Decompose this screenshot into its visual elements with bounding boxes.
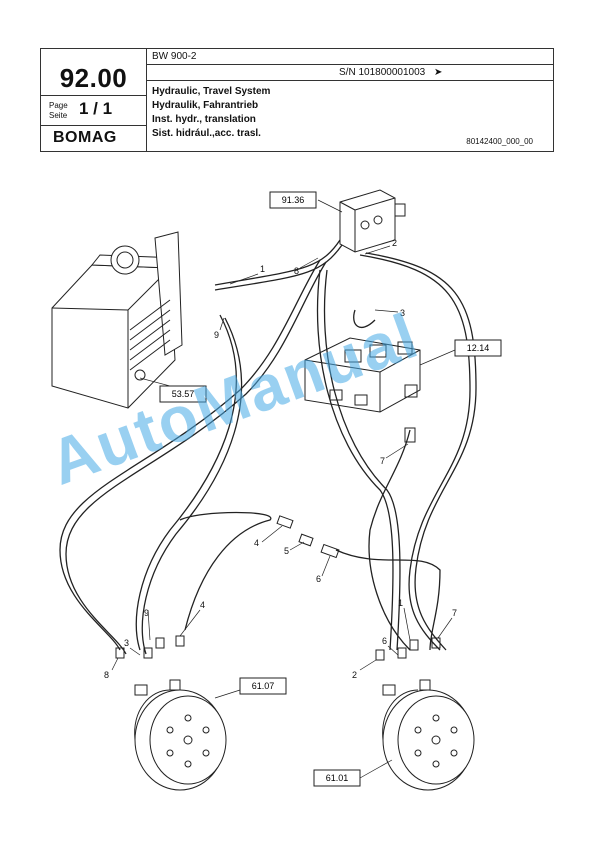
callout-2b: 2 [352,670,357,680]
title-block-rule [146,64,554,65]
ref-tag-12-14: 12.14 [454,339,502,357]
svg-text:53.57: 53.57 [172,389,195,399]
reference-tags: 91.36 53.57 12.14 61.07 61.01 [159,191,502,787]
ref-tag-53-57: 53.57 [159,385,207,403]
callout-4b: 4 [200,600,205,610]
bomag-logo: BOMAG [53,129,117,146]
callout-1: 1 [260,264,265,274]
model-name: BW 900-2 [152,51,197,62]
title-block-rule [41,95,146,96]
callout-6: 6 [316,574,321,584]
callout-5: 5 [284,546,289,556]
callout-1b: 1 [398,598,403,608]
part-callouts: 1 2 3 4 5 6 7 8 9 9 4 3 8 2 6 1 7 [104,238,457,680]
leader-lines [111,199,456,779]
callout-4: 4 [254,538,259,548]
pump-manifold [304,337,421,413]
title-es: Sist. hidrául.,acc. trasl. [152,128,261,139]
title-block-rule [41,125,146,126]
title-list: Hydraulic, Travel System Hydraulik, Fahr… [152,85,270,141]
hose-end-fittings [115,635,441,661]
sheet-number: 92.00 [59,63,128,93]
callout-6b: 6 [382,636,387,646]
page-label: Page Seite [49,101,68,121]
travel-motor-right [382,679,475,791]
ref-tag-61-01: 61.01 [313,769,361,787]
valve-block-top [339,189,406,253]
page-label-de: Seite [49,111,68,120]
hydraulic-hoses [59,239,477,655]
serial-text: S/N 101800001003 [339,67,426,78]
callout-8: 8 [294,266,299,276]
title-block-divider [146,49,147,152]
travel-motor-left [134,679,227,791]
title-de: Hydraulik, Fahrantrieb [152,100,259,111]
fittings [276,427,416,559]
title-en: Hydraulic, Travel System [152,86,271,97]
title-block-rule [146,80,554,81]
callout-2: 2 [392,238,397,248]
svg-text:12.14: 12.14 [467,343,490,353]
hydraulic-diagram: 91.36 53.57 12.14 61.07 61.01 1 2 3 4 5 … [51,189,502,791]
svg-text:91.36: 91.36 [282,195,305,205]
page-number: 1 / 1 [79,99,113,118]
arrow-icon: ➤ [433,67,443,78]
callout-7: 7 [380,456,385,466]
callout-3: 3 [400,308,405,318]
callout-3b: 3 [124,638,129,648]
page-label-en: Page [49,101,68,110]
callout-7b: 7 [452,608,457,618]
document-number: 80142400_000_00 [466,137,533,146]
svg-text:61.01: 61.01 [326,773,349,783]
hydraulic-tank [51,231,183,409]
title-fr: Inst. hydr., translation [152,114,256,125]
callout-9: 9 [214,330,219,340]
serial-number: S/N 101800001003 ➤ [339,67,442,78]
callout-8b: 8 [104,670,109,680]
callout-9b: 9 [144,608,149,618]
ref-tag-91-36: 91.36 [269,191,317,209]
svg-text:61.07: 61.07 [252,681,275,691]
title-block: BW 900-2 S/N 101800001003 ➤ 92.00 Page S… [40,48,554,152]
ref-tag-61-07: 61.07 [239,677,287,695]
